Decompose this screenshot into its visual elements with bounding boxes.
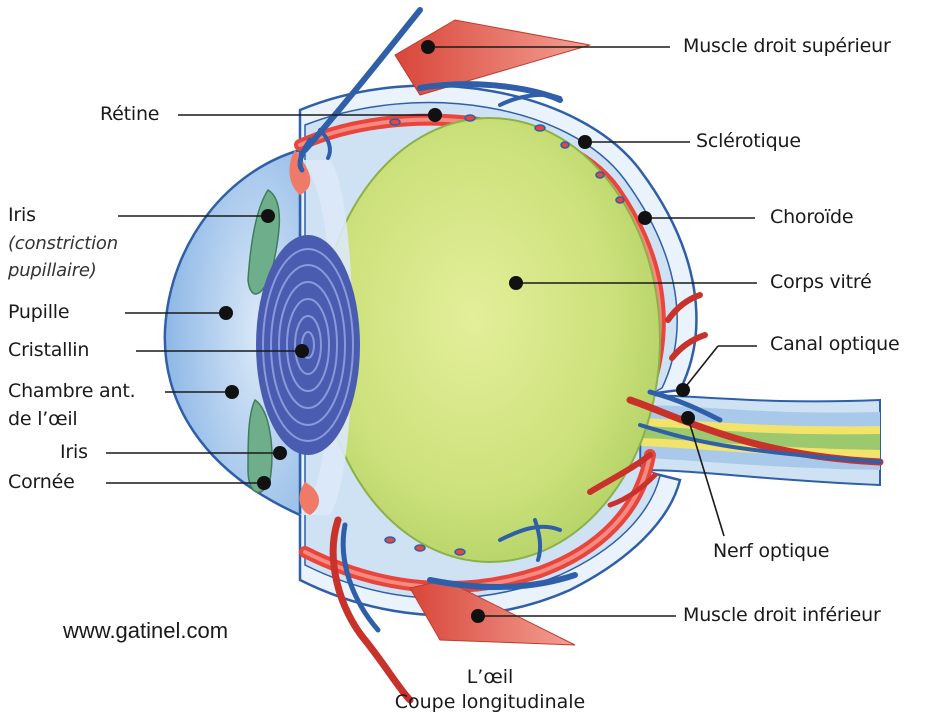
lens xyxy=(256,235,360,455)
label-muscle-droit-superieur: Muscle droit supérieur xyxy=(683,35,891,57)
label-nerf-optique: Nerf optique xyxy=(713,540,829,562)
caption-line-2: Coupe longitudinale xyxy=(380,691,600,713)
vitreous-body xyxy=(320,118,660,562)
label-iris-note-2: pupillaire) xyxy=(8,260,97,281)
label-retine: Rétine xyxy=(100,103,159,125)
label-sclerotique: Sclérotique xyxy=(696,130,801,152)
label-chambre-1: Chambre ant. xyxy=(8,380,135,402)
label-cornee: Cornée xyxy=(8,471,75,493)
caption-line-1: L’œil xyxy=(380,666,600,688)
label-muscle-droit-inferieur: Muscle droit inférieur xyxy=(683,604,881,626)
label-cristallin: Cristallin xyxy=(8,339,89,361)
label-chambre-2: de l’œil xyxy=(8,408,78,430)
website-credit: www.gatinel.com xyxy=(63,618,228,644)
label-iris-note-1: (constriction xyxy=(8,233,118,254)
label-corps-vitre: Corps vitré xyxy=(770,271,872,293)
label-canal-optique: Canal optique xyxy=(770,333,900,355)
label-iris-bottom: Iris xyxy=(60,441,88,463)
optic-nerve-sheath xyxy=(640,395,880,485)
label-choroide: Choroïde xyxy=(770,206,853,228)
label-pupille: Pupille xyxy=(8,301,69,323)
label-iris-top: Iris xyxy=(8,204,36,226)
